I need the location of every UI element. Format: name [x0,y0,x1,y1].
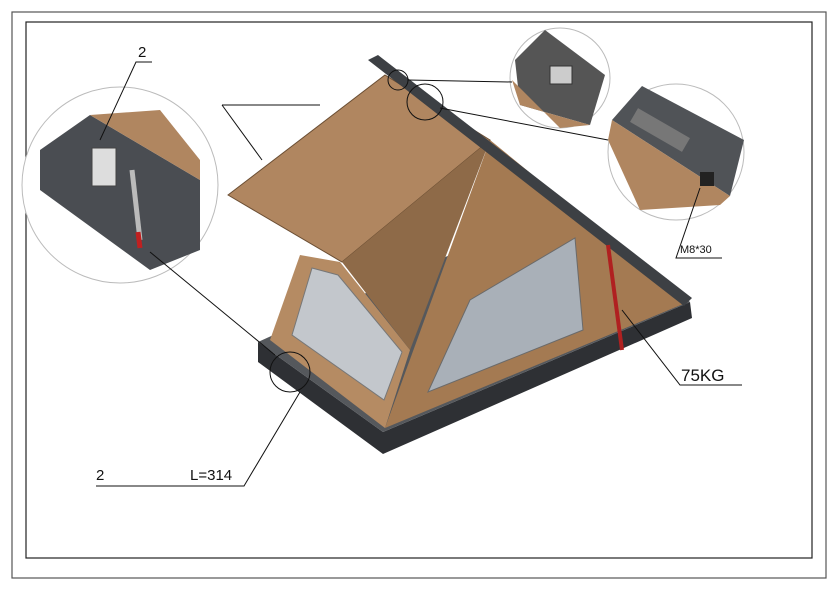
bolt-spec-label: M8*30 [680,244,712,256]
outer-frame [11,11,827,579]
window-left [291,267,403,401]
inner-frame [25,21,813,559]
detail-marker-bolt [406,83,444,121]
gable-panel [342,140,490,350]
latch-quantity-label: 2 [138,44,147,61]
detail-latch [21,86,219,284]
detail-marker-strut [269,351,311,393]
leader-lines [96,61,742,487]
detail-hinge [509,27,611,129]
detail-bolt [607,83,745,221]
roof-lid [368,55,692,306]
strut-length-label: L=314 [190,467,233,484]
window-right [427,237,584,393]
gas-strut-force-label: 75KG [681,366,725,385]
strut-quantity-label: 2 [96,467,105,484]
gas-strut [606,244,624,351]
